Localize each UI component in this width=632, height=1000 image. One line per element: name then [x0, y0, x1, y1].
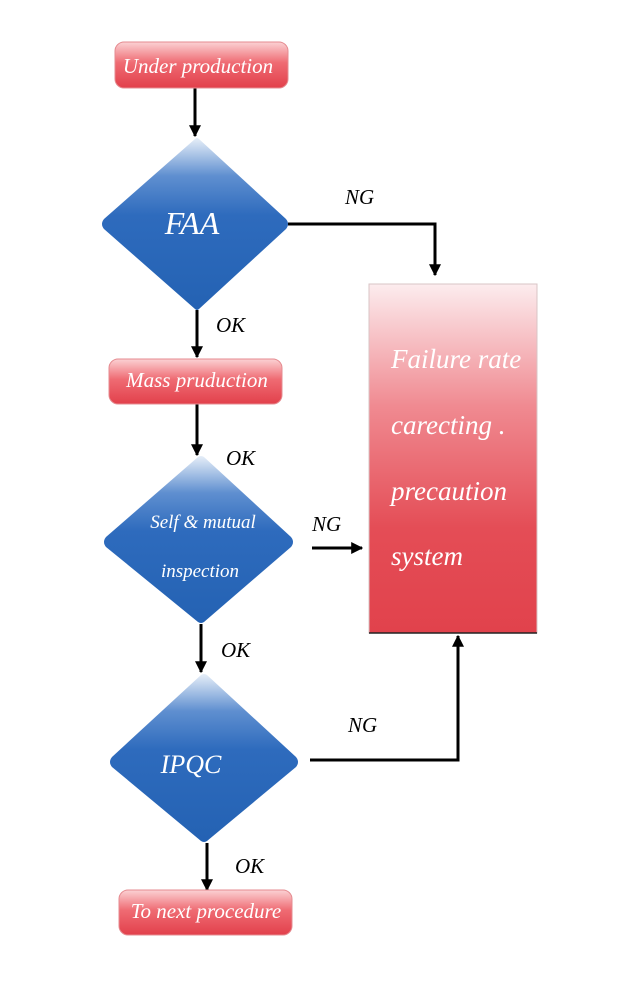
faa-ng-label: NG — [344, 185, 374, 209]
mass-production-label: Mass pruduction — [125, 368, 268, 392]
ipqc-ng-label: NG — [347, 713, 377, 737]
node-next-procedure: To next procedure — [118, 889, 293, 936]
faa-label: FAA — [164, 205, 220, 241]
node-self-mutual-inspection: Self & mutual inspection — [104, 456, 293, 623]
faa-ok-label: OK — [216, 313, 246, 337]
ipqc-ok-label: OK — [235, 854, 265, 878]
failure-label-line2: carecting . — [391, 410, 505, 440]
self-mutual-label-line2: inspection — [161, 561, 239, 582]
next-procedure-label: To next procedure — [131, 899, 281, 923]
node-under-production: Under production — [114, 41, 289, 89]
node-faa: FAA — [102, 138, 288, 310]
edge-labels: NG OK OK NG OK NG OK — [216, 185, 377, 878]
self-mutual-label-line1: Self & mutual — [150, 512, 256, 533]
edge-ipqc-ng — [310, 634, 464, 762]
node-ipqc: IPQC — [110, 674, 298, 842]
failure-label-line3: precaution — [389, 476, 507, 506]
node-failure-rate-system: Failure rate carecting . precaution syst… — [368, 283, 538, 634]
under-production-label: Under production — [123, 54, 273, 78]
edge-faa-ng — [288, 222, 441, 277]
self-ng-label: NG — [311, 512, 341, 536]
edges — [189, 88, 464, 892]
failure-label-line4: system — [391, 541, 463, 571]
self-ok-label: OK — [221, 638, 251, 662]
ipqc-label: IPQC — [160, 750, 222, 779]
failure-label-line1: Failure rate — [390, 344, 521, 374]
node-mass-production: Mass pruduction — [108, 358, 283, 405]
mass-ok-label: OK — [226, 446, 256, 470]
